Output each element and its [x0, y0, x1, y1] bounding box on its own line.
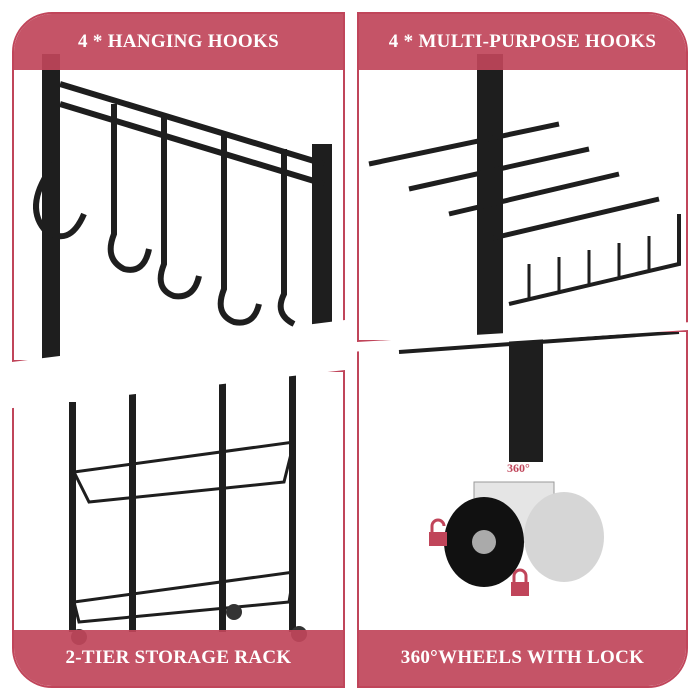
panel-wheels-with-lock: 360° 360°WHEELS WITH LOCK [357, 330, 688, 688]
wheel-illustration: 360° [398, 332, 680, 596]
hanging-hooks-illustration [33, 54, 332, 360]
panel-hanging-hooks: 4 * HANGING HOOKS [12, 12, 345, 362]
panel-title: 360°WHEELS WITH LOCK [359, 630, 686, 686]
panel-title: 4 * HANGING HOOKS [14, 14, 343, 70]
rotation-badge: 360° [507, 461, 530, 475]
panel-storage-rack: 2-TIER STORAGE RACK [12, 370, 345, 688]
multi-purpose-hooks-illustration [368, 54, 681, 340]
locked-lock-icon [511, 568, 529, 596]
panel-title: 2-TIER STORAGE RACK [14, 630, 343, 686]
unlocked-lock-icon [429, 518, 447, 546]
panel-title: 4 * MULTI-PURPOSE HOOKS [359, 14, 686, 70]
panel-multi-purpose-hooks: 4 * MULTI-PURPOSE HOOKS [357, 12, 688, 342]
